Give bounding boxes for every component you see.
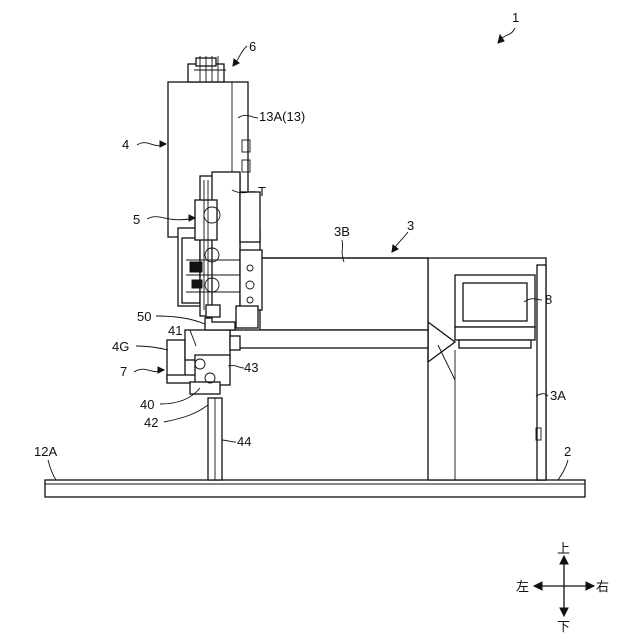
- top-cap: [188, 56, 226, 82]
- label-2: 2: [564, 444, 571, 459]
- label-3b: 3B: [334, 224, 350, 239]
- label-7: 7: [120, 364, 127, 379]
- label-41: 41: [168, 323, 182, 338]
- label-13a: 13A(13): [259, 109, 305, 124]
- horizontal-arm: [230, 330, 428, 348]
- frame-cabinet: [428, 258, 546, 480]
- label-44: 44: [237, 434, 251, 449]
- label-12a: 12A: [34, 444, 57, 459]
- direction-compass: 上 下 左 右: [516, 542, 609, 635]
- direction-up: 上: [557, 542, 570, 557]
- label-3: 3: [407, 218, 414, 233]
- label-t: T: [258, 184, 266, 199]
- direction-down: 下: [557, 620, 570, 635]
- base-plate: [45, 480, 585, 497]
- label-4: 4: [122, 137, 129, 152]
- direction-right: 右: [596, 580, 609, 595]
- direction-left: 左: [516, 580, 529, 595]
- arrow-up-icon: [560, 556, 568, 564]
- label-40: 40: [140, 397, 154, 412]
- frame-top-beam: [260, 258, 428, 330]
- label-42: 42: [144, 415, 158, 430]
- label-50: 50: [137, 309, 151, 324]
- label-3a: 3A: [550, 388, 566, 403]
- display-screen: [463, 283, 527, 321]
- label-4g: 4G: [112, 339, 129, 354]
- arrow-down-icon: [560, 608, 568, 616]
- label-8: 8: [545, 292, 552, 307]
- label-1: 1: [512, 10, 519, 25]
- arrow-right-icon: [586, 582, 594, 590]
- label-5: 5: [133, 212, 140, 227]
- arrow-left-icon: [534, 582, 542, 590]
- vertical-post: [208, 398, 222, 480]
- label-6: 6: [249, 39, 256, 54]
- label-43: 43: [244, 360, 258, 375]
